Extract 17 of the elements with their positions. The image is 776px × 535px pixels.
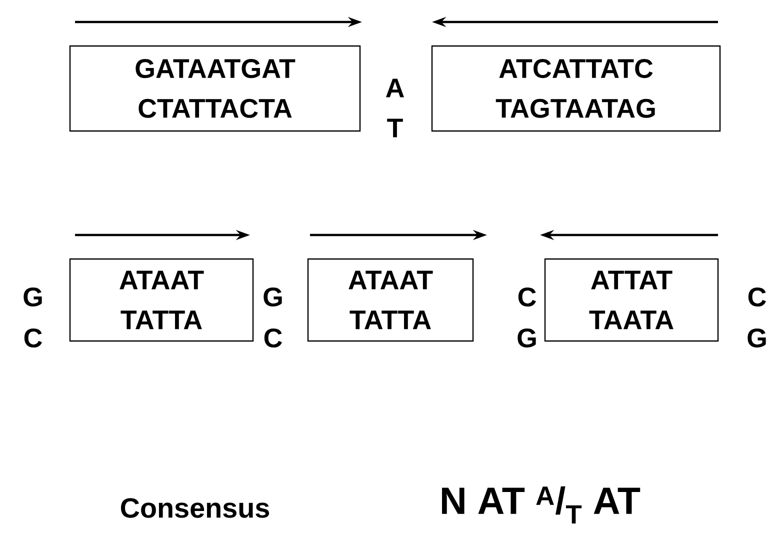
base-letter: G bbox=[748, 328, 766, 348]
sequence-box: GATAATGAT CTATTACTA bbox=[69, 45, 361, 132]
base-letter: G bbox=[264, 287, 282, 306]
sequence-box: ATCATTATC TAGTAATAG bbox=[431, 45, 721, 132]
base-letter: T bbox=[387, 118, 403, 138]
base-letter: C bbox=[24, 328, 42, 348]
base-letter: G bbox=[24, 287, 42, 306]
consensus-sequence: N AT $^{A}$/$_{T}$ AT bbox=[442, 486, 640, 524]
consensus-label: Consensus bbox=[120, 498, 270, 518]
sequence-box: ATTAT TAATA bbox=[544, 258, 719, 342]
base-letter: A bbox=[386, 78, 404, 98]
base-letter: C bbox=[748, 287, 766, 306]
base-letter: G bbox=[518, 328, 536, 348]
sequence-box: ATAAT TATTA bbox=[307, 258, 474, 342]
base-letter: C bbox=[264, 328, 282, 348]
base-letter: C bbox=[518, 287, 536, 306]
sequence-box: ATAAT TATTA bbox=[69, 258, 254, 342]
